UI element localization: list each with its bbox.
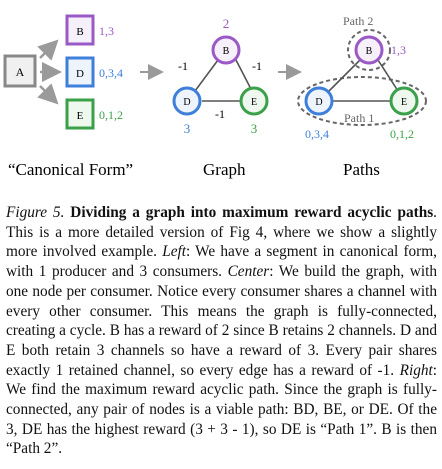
path-channels-e: 0,1,2 [390, 127, 414, 141]
edge-bd [194, 59, 219, 92]
path-node-label-b: B [366, 46, 373, 57]
graph-node-e [239, 86, 269, 116]
caption-sentence-3: : We build the graph, with one node per … [6, 263, 437, 379]
path-2-outline [347, 29, 391, 71]
caption-right-label: Right [399, 361, 433, 379]
graph-node-label-d: D [183, 97, 190, 108]
figure-diagram: A B 1,3 D 0,3,4 E 0,1,2 “Canonical Form”… [3, 14, 427, 179]
caption-center-label: Center [227, 263, 270, 281]
producer-label-a: A [16, 65, 25, 79]
path-1-outline [297, 76, 427, 126]
edge-label-bd: -1 [178, 59, 188, 73]
graph-node-label-e: E [251, 97, 257, 108]
center-panel-caption: Graph [203, 160, 246, 179]
caption-left-label: Left [162, 243, 186, 261]
edge-be [235, 59, 253, 92]
path-edge-bd [327, 59, 361, 93]
left-panel-caption: “Canonical Form” [8, 160, 133, 179]
path-edge-be [377, 59, 399, 92]
caption-figure-label: Figure 5. [6, 204, 65, 221]
path-node-label-e: E [401, 97, 407, 108]
path-2-label: Path 2 [343, 14, 373, 28]
graph-node-d [172, 86, 202, 116]
arrow-a-to-e [37, 83, 59, 105]
consumer-label-b: B [76, 26, 83, 38]
path-channels-d: 0,3,4 [305, 127, 329, 141]
producer-node-a [3, 54, 37, 88]
caption-sentence-2: : We have a segment in canonical form, w… [6, 243, 438, 281]
consumer-label-e: E [77, 110, 84, 122]
center-panel: -1 -1 -1 B 2 D 3 E 3 Graph [172, 16, 269, 179]
path-channels-b: 1,3 [391, 43, 406, 57]
consumer-channels-e: 0,1,2 [99, 108, 123, 122]
edge-label-be: -1 [252, 59, 262, 73]
graph-reward-b: 2 [223, 16, 230, 31]
consumer-channels-b: 1,3 [99, 24, 114, 38]
path-node-d [304, 86, 334, 116]
consumer-node-b [65, 14, 95, 46]
caption-sentence-4: : We find the maximum reward acyclic pat… [6, 361, 437, 458]
consumer-node-e [65, 98, 95, 130]
path-node-e [389, 86, 419, 116]
caption-sentence-1: . This is a more detailed version of Fig… [6, 204, 437, 261]
consumer-label-d: D [76, 68, 84, 80]
path-node-b [354, 35, 384, 65]
consumer-channels-d: 0,3,4 [99, 66, 123, 80]
graph-node-label-b: B [223, 46, 230, 57]
figure-caption: Figure 5. Dividing a graph into maximum … [6, 203, 437, 459]
edge-label-de: -1 [215, 107, 225, 121]
graph-reward-d: 3 [184, 121, 191, 136]
path-node-label-d: D [315, 97, 322, 108]
right-panel-caption: Paths [343, 160, 380, 179]
arrow-a-to-b [37, 39, 59, 61]
left-panel: A B 1,3 D 0,3,4 E 0,1,2 “Canonical Form” [3, 14, 133, 179]
graph-node-b [211, 35, 241, 65]
right-panel: Path 2 Path 1 B 1,3 D 0,3,4 E 0,1,2 Path… [297, 14, 427, 179]
graph-reward-e: 3 [251, 121, 258, 136]
caption-title: Dividing a graph into maximum reward acy… [70, 204, 434, 221]
path-1-label: Path 1 [344, 111, 374, 125]
consumer-node-d [65, 56, 95, 88]
